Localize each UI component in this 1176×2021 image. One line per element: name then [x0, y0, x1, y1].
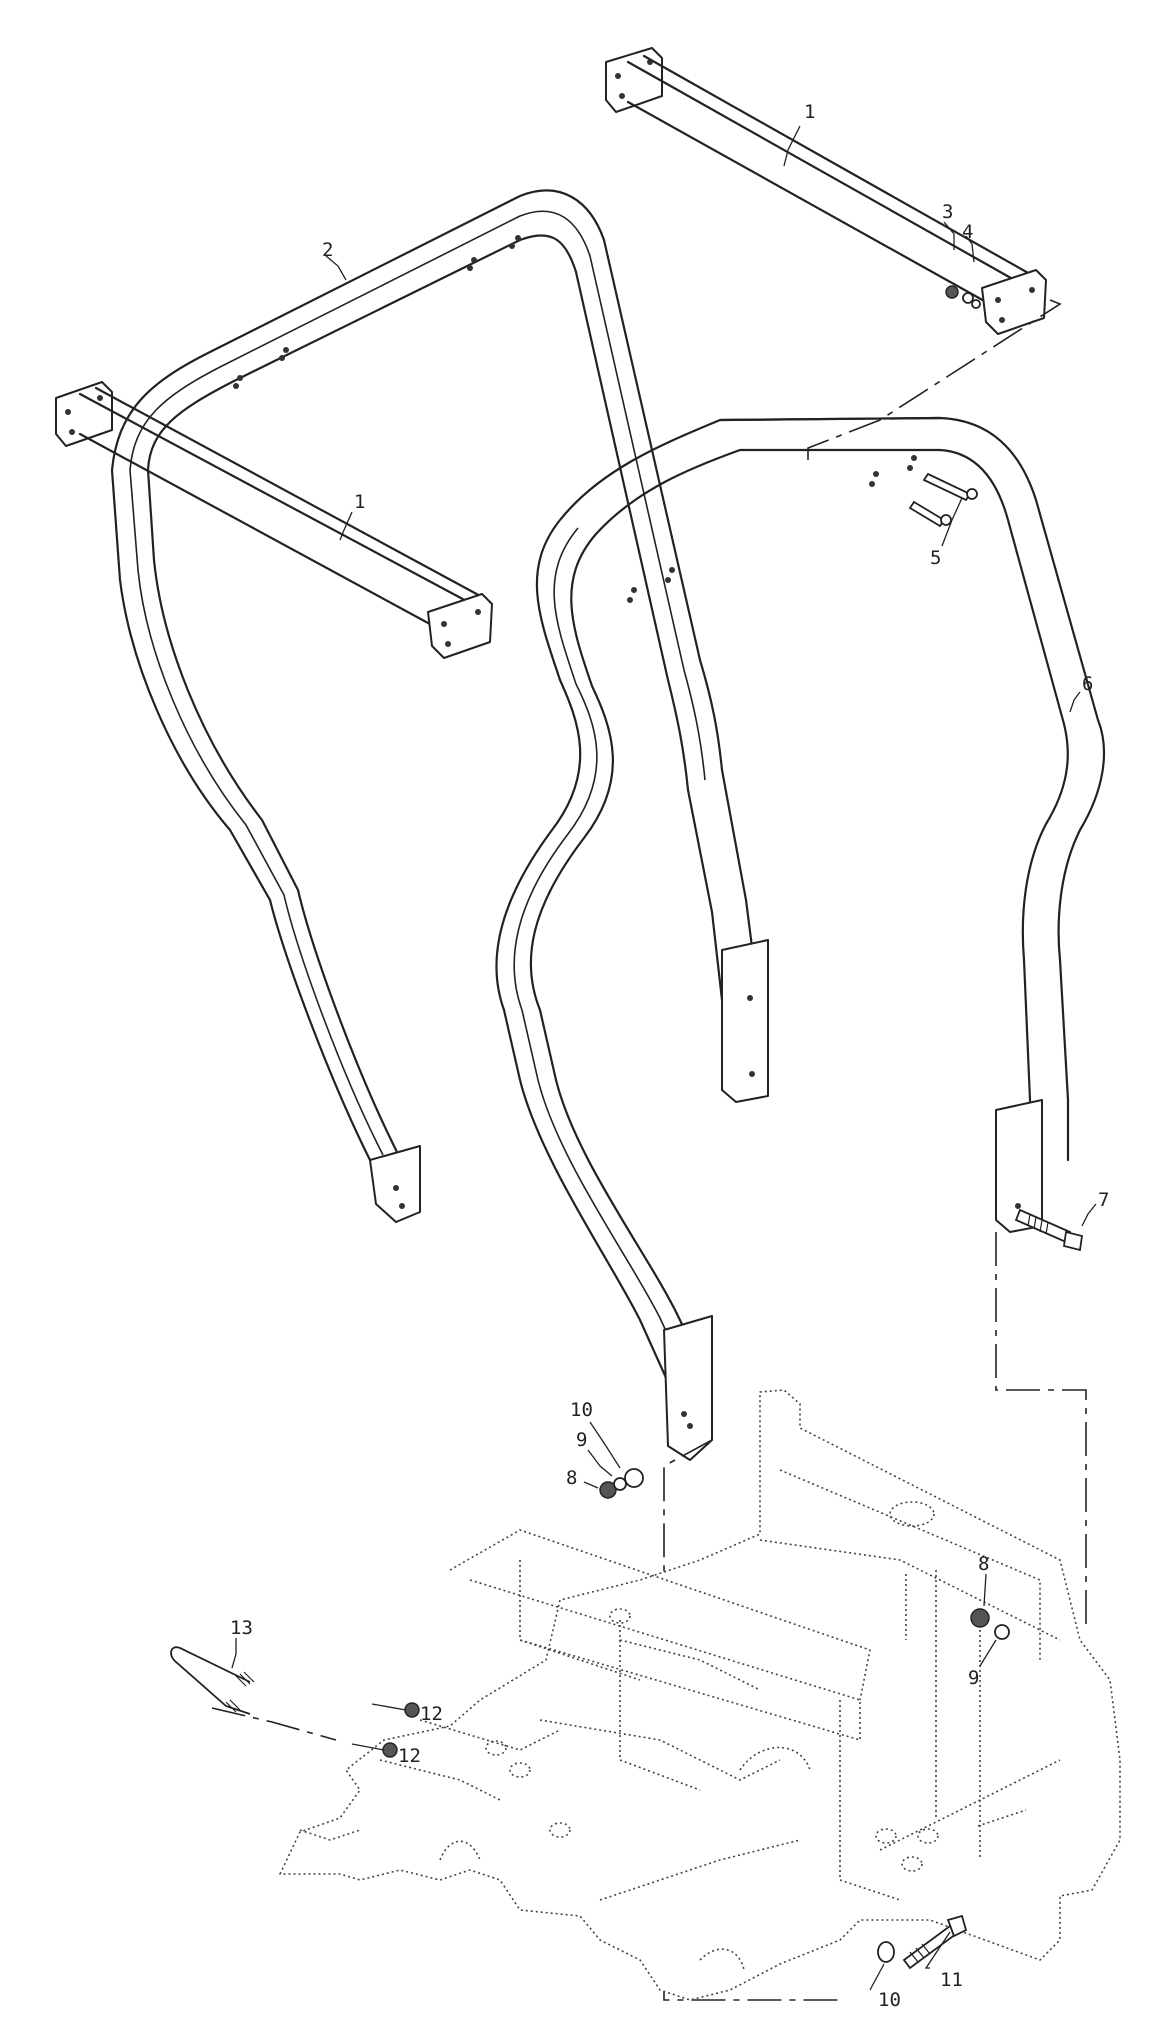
callout-3: 3 [942, 201, 953, 223]
callout-10-front: 10 [570, 1399, 593, 1421]
callout-4: 4 [962, 221, 973, 243]
callout-12-lower: 12 [398, 1745, 421, 1767]
callout-leaders [231, 125, 1097, 1991]
bolts-5 [908, 472, 978, 528]
callout-6: 6 [1082, 673, 1093, 695]
callout-9-front: 9 [576, 1429, 587, 1451]
cross-bar-left [55, 381, 493, 659]
cross-bar-top [605, 47, 1047, 335]
callout-labels: 1 1 2 3 4 5 6 7 10 9 8 8 9 13 12 12 11 1… [230, 101, 1109, 2011]
callout-10-bottom: 10 [878, 1989, 901, 2011]
nut-and-washer-top [945, 285, 981, 309]
nut-washers-front-leg [599, 1468, 644, 1499]
nut-washer-right [970, 1608, 1010, 1640]
callout-9-right: 9 [968, 1667, 979, 1689]
callout-2: 2 [322, 239, 333, 261]
roll-bar-rear [110, 189, 769, 1224]
callout-5: 5 [930, 547, 941, 569]
alignment-lines [211, 299, 1087, 2001]
callout-12-upper: 12 [420, 1703, 443, 1725]
callout-13: 13 [230, 1617, 253, 1639]
callout-11: 11 [940, 1969, 963, 1991]
nuts-12 [351, 1702, 420, 1758]
bolt-and-washer-bottom [877, 1914, 968, 1970]
roll-bar-front [495, 416, 1106, 1461]
base-frame [279, 1389, 1121, 2001]
callout-1-top: 1 [804, 101, 815, 123]
callout-8-right: 8 [978, 1553, 989, 1575]
callout-7: 7 [1098, 1189, 1109, 1211]
callout-1-left: 1 [354, 491, 365, 513]
bolt-7 [1014, 1208, 1084, 1252]
callout-8-front: 8 [566, 1467, 577, 1489]
u-bolt-13 [170, 1646, 255, 1715]
